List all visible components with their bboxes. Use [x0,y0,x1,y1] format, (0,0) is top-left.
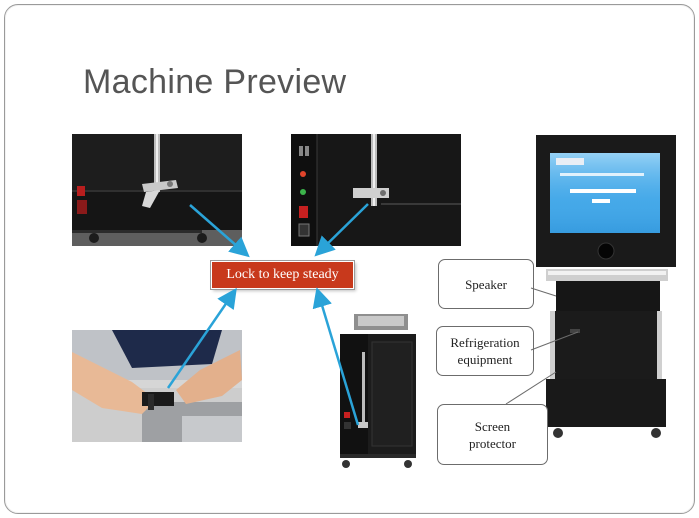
callout-speaker-text: Speaker [465,276,507,292]
arrow-from-front-latch [314,203,369,257]
callout-screen-protector: Screen protector [437,404,548,465]
photo-machine-back [332,312,420,472]
lock-steady-label: Lock to keep steady [211,261,354,289]
photo-machine-front [530,133,680,443]
callout-screen-line1: Screen [474,418,511,434]
slide-title: Machine Preview [83,63,347,101]
arrow-from-side-latch [189,204,250,258]
photo-lock-front-latch [291,134,461,246]
pointer-screen [505,371,557,405]
callout-refrigeration-line1: Refrigeration [450,335,520,350]
callout-screen-line2: protector [469,435,516,451]
callout-speaker: Speaker [438,259,534,309]
arrow-from-back-cabinet [312,287,360,426]
callout-refrigeration: Refrigeration equipment [436,326,534,376]
pointer-refrigeration [530,331,579,351]
pointer-speaker [530,287,557,297]
arrow-from-hands [166,287,237,389]
callout-refrigeration-line2: equipment [457,352,513,367]
photo-hands-locking [72,330,242,442]
